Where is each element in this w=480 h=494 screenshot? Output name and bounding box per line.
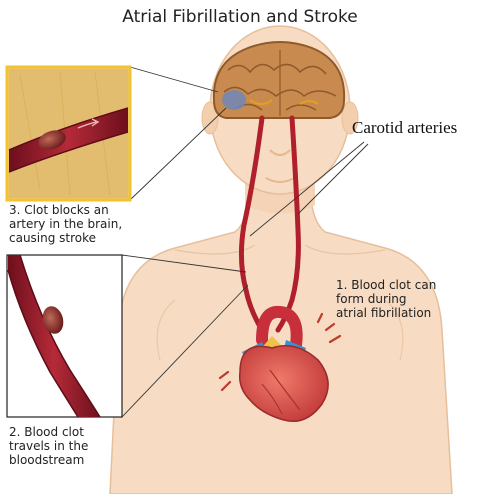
- label-step-3: 3. Clot blocks an artery in the brain, c…: [9, 203, 123, 245]
- inset-brain-artery: [5, 65, 132, 202]
- brain: [212, 41, 346, 119]
- diagram-title: Atrial Fibrillation and Stroke: [122, 7, 358, 27]
- label-step-1: 1. Blood clot can form during atrial fib…: [336, 278, 437, 320]
- leader-lines: [121, 66, 369, 418]
- heart: [218, 305, 342, 422]
- label-carotid-arteries: Carotid arteries: [352, 118, 458, 137]
- label-step-2: 2. Blood clot travels in the bloodstream: [9, 425, 89, 467]
- inset-bloodstream: [6, 254, 123, 418]
